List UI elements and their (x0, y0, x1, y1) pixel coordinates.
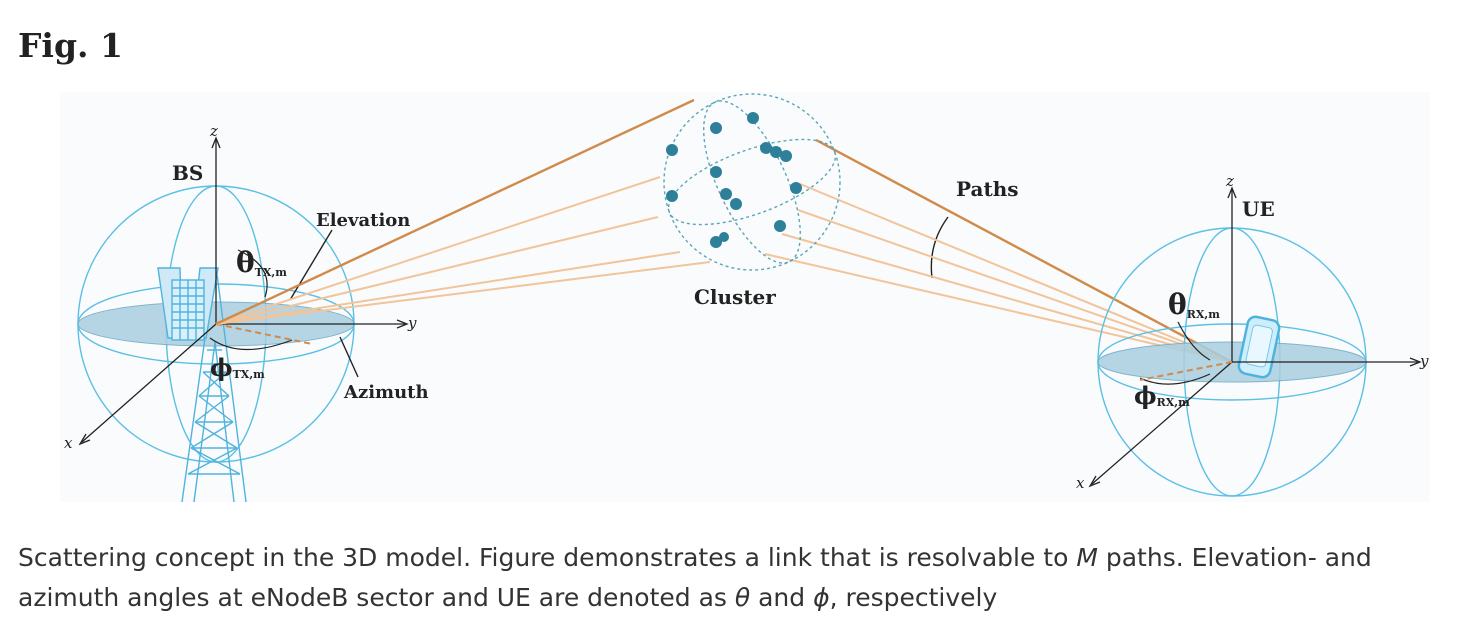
caption-symbol-phi: ϕ (813, 583, 830, 612)
label-bs-axis-x: x (64, 434, 73, 452)
label-ue-axis-z: z (1225, 172, 1234, 190)
label-phi-rx: ϕRX,m (1134, 381, 1190, 410)
label-bs: BS (172, 161, 203, 185)
propagation-paths (215, 98, 1233, 364)
leader-lines (289, 216, 949, 378)
label-theta-rx: θRX,m (1168, 288, 1220, 321)
scattering-diagram: BS UE Cluster Paths Elevation Azimuth θT… (60, 92, 1430, 502)
caption-symbol-m: M (1076, 543, 1098, 572)
bs-axes (78, 136, 409, 446)
label-paths: Paths (956, 177, 1019, 201)
label-bs-axis-y: y (407, 314, 417, 332)
bs-angle-arcs (209, 249, 293, 351)
label-phi-tx: ϕTX,m (210, 353, 265, 382)
label-ue: UE (1242, 197, 1275, 221)
figure-caption: Scattering concept in the 3D model. Figu… (18, 543, 1372, 612)
caption-symbol-theta: θ (734, 583, 751, 612)
label-bs-axis-z: z (209, 122, 218, 140)
diagram-canvas: BS UE Cluster Paths Elevation Azimuth θT… (64, 93, 1429, 502)
label-theta-tx: θTX,m (236, 246, 287, 279)
bs-azimuth-projection (215, 323, 313, 345)
ue-angle-arcs (1139, 321, 1211, 385)
label-azimuth: Azimuth (343, 382, 429, 403)
label-ue-axis-x: x (1076, 474, 1085, 492)
bs-tower (157, 267, 247, 502)
scatterers (666, 112, 802, 248)
ue-axes (1088, 186, 1422, 488)
figure-heading: Fig. 1 (18, 26, 123, 65)
ue-azimuth-projection (1139, 361, 1233, 381)
label-elevation: Elevation (316, 210, 410, 231)
label-ue-axis-y: y (1419, 352, 1429, 370)
label-cluster: Cluster (694, 285, 776, 309)
